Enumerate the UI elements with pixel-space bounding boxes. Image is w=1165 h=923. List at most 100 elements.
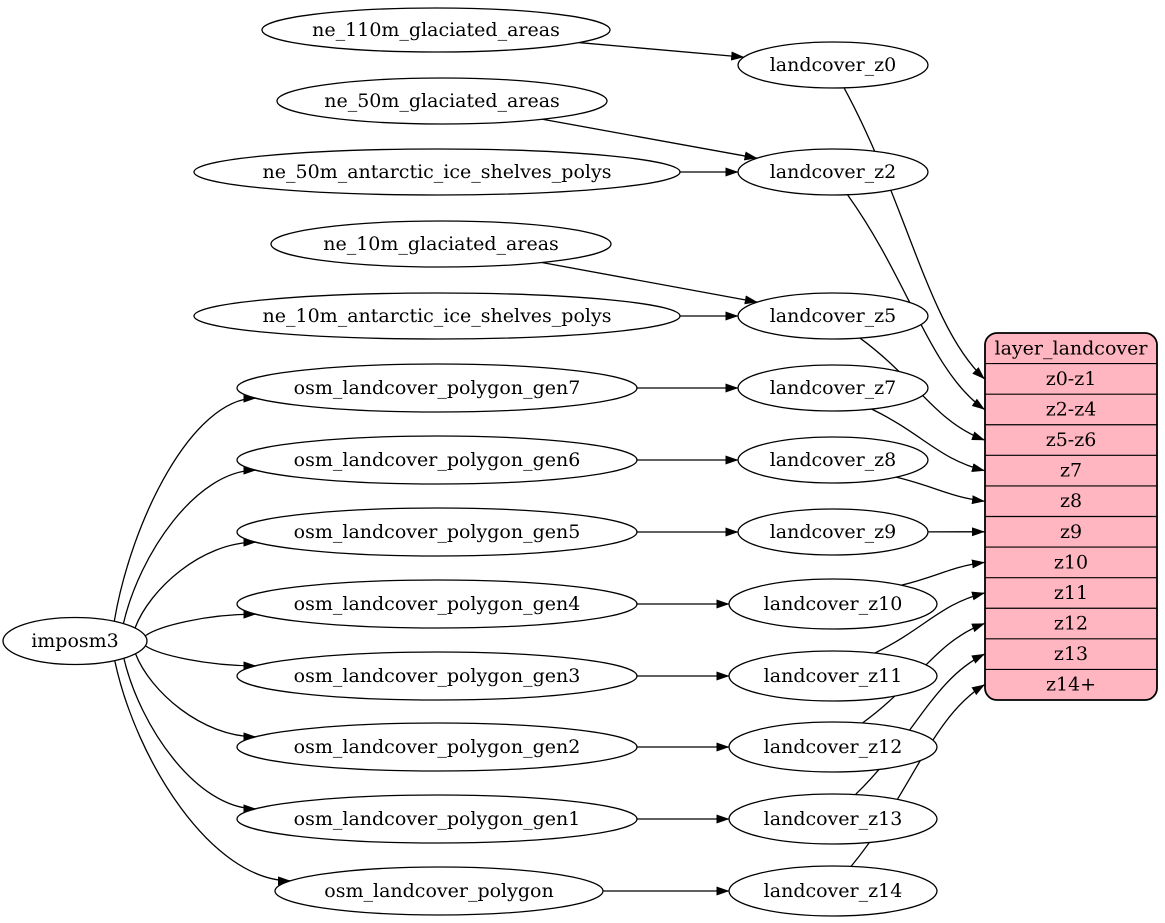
node-osm_landcover_polygon_gen3: osm_landcover_polygon_gen3 xyxy=(236,651,638,701)
node-label-landcover_z9: landcover_z9 xyxy=(770,521,897,543)
edge-landcover_z7--layer_landcover-z7 xyxy=(871,408,985,473)
edge-landcover_z5--layer_landcover-z5-z6 xyxy=(859,337,985,441)
table-row-z7: z7 xyxy=(1060,460,1082,482)
table-row-z2-z4: z2-z4 xyxy=(1046,398,1097,420)
node-shape-osm_landcover_polygon_gen3 xyxy=(236,651,638,701)
table-row-z0-z1: z0-z1 xyxy=(1046,368,1097,390)
edge-imposm3--osm_landcover_polygon_gen6 xyxy=(122,465,257,624)
edge-imposm3--osm_landcover_polygon xyxy=(114,660,291,886)
node-landcover_z9: landcover_z9 xyxy=(737,508,929,556)
node-osm_landcover_polygon_gen7: osm_landcover_polygon_gen7 xyxy=(236,363,638,413)
edges xyxy=(113,41,985,896)
node-label-ne_50m_glaciated_areas: ne_50m_glaciated_areas xyxy=(324,90,560,112)
table-row-z9: z9 xyxy=(1060,521,1082,543)
edge-landcover_z0--layer_landcover-z0-z1 xyxy=(843,87,985,380)
node-shape-landcover_z12 xyxy=(728,721,938,773)
edge-imposm3--osm_landcover_polygon_gen7 xyxy=(113,393,257,622)
node-landcover_z2: landcover_z2 xyxy=(737,148,929,196)
node-label-osm_landcover_polygon_gen5: osm_landcover_polygon_gen5 xyxy=(294,521,581,543)
node-landcover_z12: landcover_z12 xyxy=(728,721,938,773)
node-shape-osm_landcover_polygon_gen6 xyxy=(236,435,638,485)
node-shape-osm_landcover_polygon xyxy=(274,866,604,916)
node-shape-landcover_z11 xyxy=(728,650,938,702)
node-shape-imposm3 xyxy=(2,616,148,666)
table-row-z12: z12 xyxy=(1054,613,1088,635)
node-label-osm_landcover_polygon_gen3: osm_landcover_polygon_gen3 xyxy=(294,665,581,687)
table-row-z8: z8 xyxy=(1060,490,1082,512)
node-ne_110m_glaciated_areas: ne_110m_glaciated_areas xyxy=(261,7,611,53)
edge-ne_50m_glaciated_areas--landcover_z2 xyxy=(542,118,758,161)
node-landcover_z8: landcover_z8 xyxy=(737,436,929,484)
node-label-ne_50m_antarctic_ice_shelves_polys: ne_50m_antarctic_ice_shelves_polys xyxy=(263,161,612,183)
node-shape-ne_110m_glaciated_areas xyxy=(261,7,611,53)
node-label-landcover_z0: landcover_z0 xyxy=(770,54,897,76)
node-label-osm_landcover_polygon_gen2: osm_landcover_polygon_gen2 xyxy=(294,736,581,758)
node-shape-landcover_z10 xyxy=(728,578,938,630)
node-osm_landcover_polygon_gen1: osm_landcover_polygon_gen1 xyxy=(236,794,638,844)
edge-landcover_z11--layer_landcover-z11 xyxy=(874,591,985,654)
node-label-landcover_z8: landcover_z8 xyxy=(770,449,897,471)
node-shape-osm_landcover_polygon_gen7 xyxy=(236,363,638,413)
edge-ne_10m_glaciated_areas--landcover_z5 xyxy=(541,261,758,305)
node-label-landcover_z2: landcover_z2 xyxy=(770,161,897,183)
table-row-z11: z11 xyxy=(1054,582,1088,604)
table-row-z5-z6: z5-z6 xyxy=(1046,429,1097,451)
node-label-osm_landcover_polygon_gen1: osm_landcover_polygon_gen1 xyxy=(294,808,581,830)
node-osm_landcover_polygon: osm_landcover_polygon xyxy=(274,866,604,916)
node-shape-landcover_z2 xyxy=(737,148,929,196)
edge-landcover_z13--layer_landcover-z13 xyxy=(854,653,985,796)
node-label-landcover_z12: landcover_z12 xyxy=(764,736,903,758)
node-osm_landcover_polygon_gen6: osm_landcover_polygon_gen6 xyxy=(236,435,638,485)
node-shape-landcover_z0 xyxy=(737,41,929,89)
edge-imposm3--osm_landcover_polygon_gen3 xyxy=(145,645,257,671)
node-label-ne_110m_glaciated_areas: ne_110m_glaciated_areas xyxy=(312,19,560,41)
node-label-landcover_z14: landcover_z14 xyxy=(764,880,903,902)
node-osm_landcover_polygon_gen2: osm_landcover_polygon_gen2 xyxy=(236,722,638,772)
node-label-landcover_z13: landcover_z13 xyxy=(764,808,903,830)
node-label-osm_landcover_polygon_gen7: osm_landcover_polygon_gen7 xyxy=(294,377,581,399)
node-label-imposm3: imposm3 xyxy=(31,630,119,652)
edge-ne_110m_glaciated_areas--landcover_z0 xyxy=(578,41,745,61)
node-landcover_z5: landcover_z5 xyxy=(737,292,929,340)
edge-imposm3--osm_landcover_polygon_gen4 xyxy=(144,609,257,637)
node-landcover_z0: landcover_z0 xyxy=(737,41,929,89)
node-shape-osm_landcover_polygon_gen1 xyxy=(236,794,638,844)
node-shape-ne_50m_glaciated_areas xyxy=(276,77,608,125)
edge-imposm3--osm_landcover_polygon_gen1 xyxy=(123,658,257,814)
node-label-osm_landcover_polygon: osm_landcover_polygon xyxy=(324,880,553,902)
node-label-landcover_z11: landcover_z11 xyxy=(764,665,903,687)
node-label-osm_landcover_polygon_gen6: osm_landcover_polygon_gen6 xyxy=(294,449,581,471)
node-label-osm_landcover_polygon_gen4: osm_landcover_polygon_gen4 xyxy=(294,593,581,615)
node-imposm3: imposm3 xyxy=(2,616,148,666)
node-landcover_z7: landcover_z7 xyxy=(737,364,929,412)
node-ne_10m_antarctic_ice_shelves_polys: ne_10m_antarctic_ice_shelves_polys xyxy=(193,292,681,340)
node-shape-osm_landcover_polygon_gen4 xyxy=(236,579,638,629)
table-layer_landcover: layer_landcover z0-z1 z2-z4 z5-z6 z7 z8 z9 z10 z… xyxy=(984,332,1158,701)
node-shape-landcover_z9 xyxy=(737,508,929,556)
node-ne_10m_glaciated_areas: ne_10m_glaciated_areas xyxy=(270,220,612,268)
node-shape-landcover_z5 xyxy=(737,292,929,340)
node-landcover_z11: landcover_z11 xyxy=(728,650,938,702)
node-ne_50m_glaciated_areas: ne_50m_glaciated_areas xyxy=(276,77,608,125)
node-label-ne_10m_glaciated_areas: ne_10m_glaciated_areas xyxy=(323,233,559,255)
table-title: layer_landcover xyxy=(995,337,1149,359)
node-shape-landcover_z7 xyxy=(737,364,929,412)
node-shape-landcover_z13 xyxy=(728,793,938,845)
edge-imposm3--osm_landcover_polygon_gen5 xyxy=(134,537,257,629)
node-osm_landcover_polygon_gen4: osm_landcover_polygon_gen4 xyxy=(236,579,638,629)
edge-imposm3--osm_landcover_polygon_gen2 xyxy=(134,653,257,742)
node-shape-landcover_z8 xyxy=(737,436,929,484)
table-row-z14+: z14+ xyxy=(1046,674,1096,696)
node-shape-osm_landcover_polygon_gen2 xyxy=(236,722,638,772)
edge-landcover_z8--layer_landcover-z8 xyxy=(896,476,985,505)
table-row-z13: z13 xyxy=(1054,643,1088,665)
node-label-landcover_z7: landcover_z7 xyxy=(770,377,897,399)
node-shape-ne_10m_antarctic_ice_shelves_polys xyxy=(193,292,681,340)
node-label-ne_10m_antarctic_ice_shelves_polys: ne_10m_antarctic_ice_shelves_polys xyxy=(263,305,612,327)
node-shape-landcover_z14 xyxy=(728,865,938,917)
table-row-z10: z10 xyxy=(1054,551,1088,573)
node-label-landcover_z5: landcover_z5 xyxy=(770,305,897,327)
node-osm_landcover_polygon_gen5: osm_landcover_polygon_gen5 xyxy=(236,507,638,557)
